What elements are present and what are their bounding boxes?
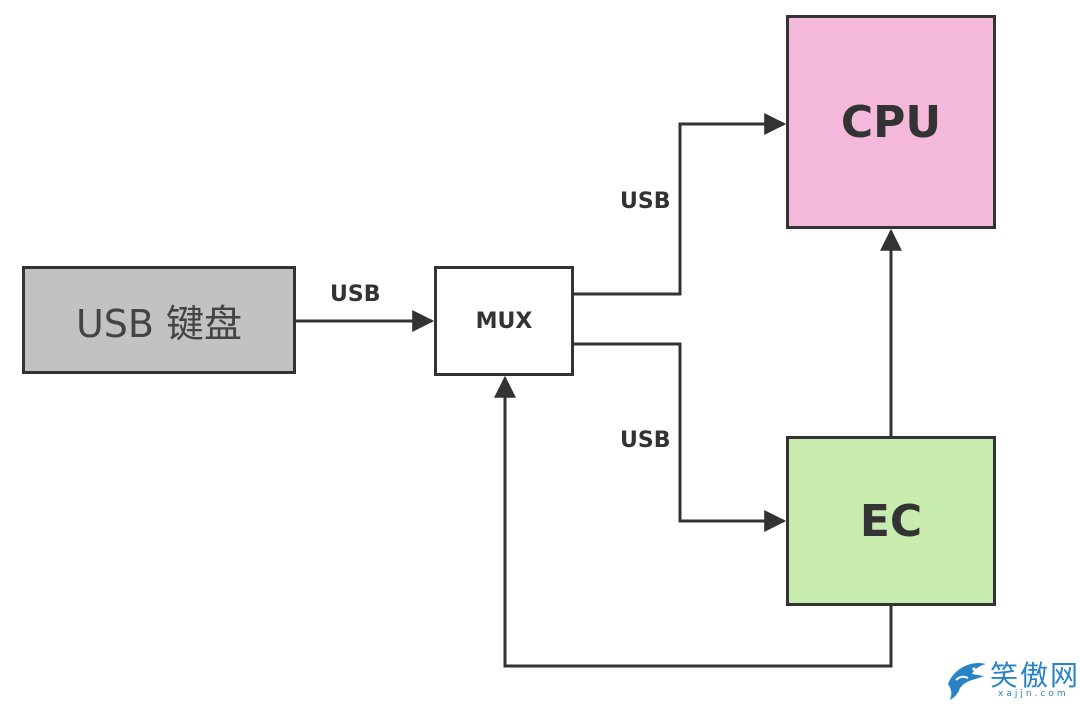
edge-label-keyboard-mux: USB xyxy=(330,282,381,307)
node-usb-keyboard-label: USB 键盘 xyxy=(75,301,243,346)
node-ec: EC xyxy=(786,436,996,606)
edge-label-mux-cpu: USB xyxy=(620,189,671,214)
watermark-subtext: xajjn.com xyxy=(998,689,1069,699)
watermark-text: 笑傲网 xyxy=(990,659,1080,692)
node-mux: MUX xyxy=(434,266,574,376)
edge-label-mux-ec: USB xyxy=(620,428,671,453)
node-usb-keyboard: USB 键盘 xyxy=(22,266,296,374)
node-mux-label: MUX xyxy=(475,308,533,334)
node-ec-label: EC xyxy=(859,495,923,547)
node-cpu-label: CPU xyxy=(840,96,942,148)
edge-mux-ec xyxy=(574,342,787,532)
node-cpu: CPU xyxy=(786,15,996,229)
edge-ec-mux xyxy=(494,375,893,668)
shark-logo-icon xyxy=(948,662,986,700)
edge-mux-cpu xyxy=(574,113,787,296)
